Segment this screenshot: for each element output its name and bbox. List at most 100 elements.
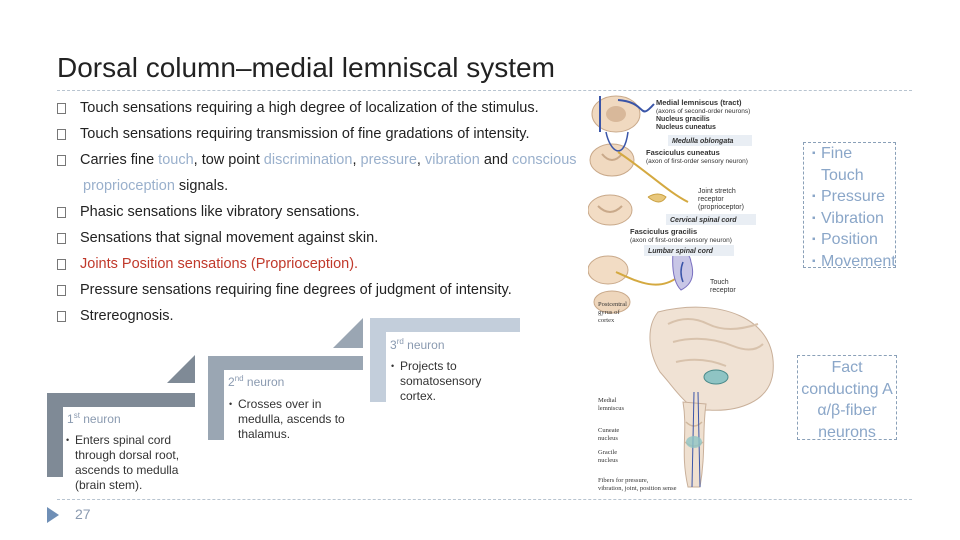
label-cervical-cord: Cervical spinal cord [670,217,737,224]
bullet-text-segment: proprioception [83,178,175,194]
label-cuneate: Cuneate [598,427,619,434]
bullet-text: Carries fine touch, tow point discrimina… [80,152,577,168]
sensation-label: Movement [821,252,896,270]
label-postcentral: Postcentral [598,301,627,308]
bullet-box-icon [57,259,66,270]
step-3-riser [370,332,386,402]
bullet-text-segment: Touch sensations requiring a high degree… [80,100,539,116]
bullet-box-icon [57,285,66,296]
label-axon-first: (axon of first-order sensory neuron) [646,158,748,165]
sensation-item: ▪ Vibration [812,208,895,230]
bullet-box-icon [57,207,66,218]
neuron-2-desc: Crosses over in medulla, ascends to thal… [228,397,358,442]
label-nucleus-cuneatus: Nucleus cuneatus [656,124,716,131]
bullet-text: Touch sensations requiring transmission … [80,126,529,142]
bullet-text-segment: touch [158,152,194,168]
dorsal-column-diagram: Medial lemniscus (tract) (axons of secon… [588,92,793,497]
label-nucleus-2: nucleus [598,457,618,464]
step-2-arrow [333,318,363,348]
sensation-label: Fine Touch [821,145,864,184]
bullet-text-segment: pressure [360,152,417,168]
label-touch-receptor: receptor [710,287,736,294]
bullet-text: Sensations that signal movement against … [80,230,378,246]
fact-box: Fact conducting A α/β-fiber neurons [797,355,897,441]
label-fasciculus-gracilis: Fasciculus gracilis [630,227,697,236]
neuron-1-label: 1st neuron [67,411,121,426]
bullet-text-segment: , [352,152,361,168]
label-fibers-2: vibration, joint, position sense [598,485,677,492]
bullet-text-segment: vibration [424,152,480,168]
bullet-text-segment: and [479,152,513,168]
label-nucleus-gracilis: Nucleus gracilis [656,116,710,123]
label-medulla-oblongata: Medulla oblongata [672,138,734,145]
bullet-text-segment: Strereognosis. [80,308,174,324]
sensation-label: Pressure [821,188,886,205]
slide-title: Dorsal column–medial lemniscal system [57,52,555,83]
top-divider [57,90,912,91]
bullet-text-segment: Carries fine [80,152,159,168]
label-gyrus-of: gyrus of [598,309,620,316]
label-receptor: receptor [698,196,724,203]
bullet-dot-icon: ▪ [812,255,816,267]
bullet-text-segment: signals. [174,178,229,194]
label-lumbar-cord: Lumbar spinal cord [648,248,714,255]
bottom-divider [57,499,912,500]
label-gracile: Gracile [598,449,617,456]
label-fasciculus-cuneatus: Fasciculus cuneatus [646,148,720,157]
bullet-text-segment: Pressure sensations requiring fine degre… [80,282,512,298]
bullet-dot-icon: ▪ [812,148,816,159]
bullet-box-icon [57,155,66,166]
label-axons-second: (axons of second-order neurons) [656,108,750,115]
bullet-text-segment: Phasic sensations like vibratory sensati… [80,204,360,220]
bullet-box-icon [57,129,66,140]
step-2-bar [208,356,363,370]
neuron-1-desc: Enters spinal cord through dorsal root, … [65,433,200,493]
sensation-item: ▪Pressure [812,186,895,208]
bullet-text-segment: Sensations that signal movement against … [80,230,379,246]
label-touch: Touch [710,279,729,286]
bullet-text-segment: , [416,152,425,168]
label-lemniscus: lemniscus [598,405,624,412]
bullet-dot-icon: ▪ [812,212,816,224]
bullet-box-icon [57,311,66,322]
sensation-item: ▪ Position [812,229,895,251]
neuron-3-label: 3rd neuron [390,337,445,352]
bullet-text-segment: conscious [512,152,577,168]
label-medial: Medial [598,397,617,404]
sensation-label: Vibration [821,209,884,227]
label-medial-lemniscus: Medial lemniscus (tract) [656,98,742,107]
step-1-arrow [167,355,195,383]
pathway-illustration: Medial lemniscus (tract) (axons of secon… [588,95,774,492]
page-number: 27 [75,506,91,522]
label-fibers-1: Fibers for pressure, [598,477,649,484]
sensation-item: ▪ Movement [812,251,896,273]
bullet-box-icon [57,233,66,244]
bullet-text-segment: , tow point [193,152,264,168]
bullet-text: Pressure sensations requiring fine degre… [80,282,512,298]
bullet-text: Strereognosis. [80,308,174,324]
sensation-list-box: ▪Fine Touch▪Pressure▪Vibration▪Position▪… [803,142,896,270]
label-proprioceptor: (proprioceptor) [698,204,744,211]
step-1-bar [47,393,195,407]
neuron-3-desc: Projects to somatosensory cortex. [390,359,505,404]
bullet-text: Joints Position sensations (Propriocepti… [80,256,358,272]
label-joint-stretch: Joint stretch [698,188,736,195]
step-3-bar [370,318,520,332]
label-cortex: cortex [598,317,615,324]
bullet-dot-icon: ▪ [812,234,816,245]
bullet-text: proprioception signals. [83,178,228,194]
bullet-text: Touch sensations requiring a high degree… [80,100,539,116]
neuron-2-label: 2nd neuron [228,374,285,389]
step-2-riser [208,370,224,440]
sensation-label: Position [821,231,878,248]
sensation-item: ▪ Fine Touch [812,143,893,186]
bullet-text: Phasic sensations like vibratory sensati… [80,204,360,220]
label-axon-first-2: (axon of first-order sensory neuron) [630,237,732,244]
label-nucleus-1: nucleus [598,435,618,442]
bullet-text-segment: Touch sensations requiring transmission … [80,126,530,142]
bullet-text-segment: Joints Position sensations (Propriocepti… [80,256,359,272]
bullet-box-icon [57,103,66,114]
play-icon [47,507,59,523]
bullet-text-segment: discrimination [263,152,353,168]
step-1-riser [47,407,63,477]
